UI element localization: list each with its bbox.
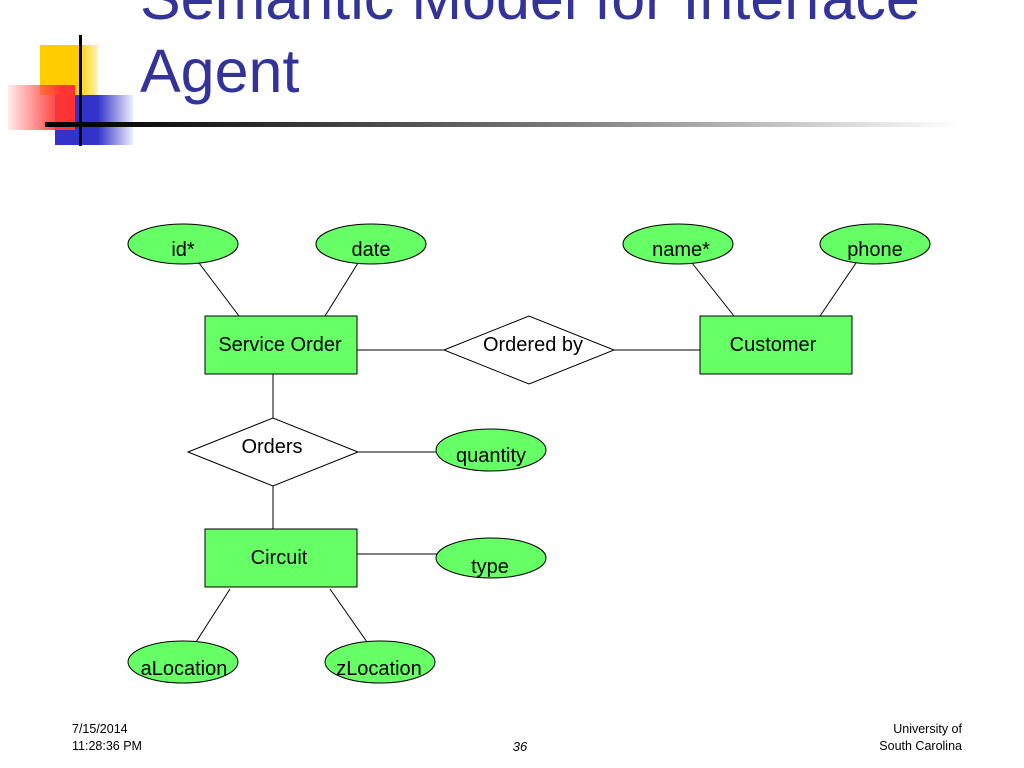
attribute-date-ellipse: [315, 223, 427, 265]
attribute-name-label: name*: [652, 239, 710, 261]
attribute-type-label: type: [471, 556, 509, 578]
connector-date-to-service-order: [324, 262, 359, 317]
attribute-zlocation-ellipse: [324, 640, 436, 684]
relationship-orders-diamond: [186, 417, 360, 487]
entity-service-order-box: [204, 315, 358, 375]
attribute-quantity-label: quantity: [456, 445, 526, 467]
slide-title: Semantic Model for Interface Agent: [140, 0, 920, 108]
slide-title-line-2: Agent: [140, 37, 300, 105]
attribute-id-label: id*: [171, 239, 195, 261]
attribute-zlocation-label: zLocation: [336, 658, 422, 680]
logo-vertical-line: [79, 35, 82, 146]
attribute-type-ellipse: [435, 537, 547, 579]
relationship-orders-label: Orders: [241, 436, 302, 458]
attribute-date-label: date: [352, 239, 391, 261]
attribute-phone-label: phone: [847, 239, 903, 261]
attribute-phone-ellipse: [819, 223, 931, 265]
footer-org-line-2: South Carolina: [879, 739, 962, 753]
footer-org-line-1: University of: [893, 722, 962, 736]
entity-service-order-label: Service Order: [218, 334, 342, 356]
connector-name-to-customer: [691, 262, 735, 317]
footer-page-number: 36: [512, 739, 528, 754]
title-underline-rule: [45, 122, 960, 127]
slide-title-line-1: Semantic Model for Interface: [140, 0, 920, 35]
connector-phone-to-customer: [819, 262, 857, 317]
connector-id-to-service-order: [198, 262, 240, 317]
entity-circuit-label: Circuit: [251, 547, 308, 569]
footer-organization: University of South Carolina: [879, 721, 962, 755]
connector-circuit-to-zlocation: [329, 588, 368, 643]
connector-circuit-to-alocation: [195, 588, 231, 643]
attribute-alocation-ellipse: [127, 640, 239, 684]
entity-customer-box: [699, 315, 853, 375]
attribute-quantity-ellipse: [435, 428, 547, 472]
footer-time: 11:28:36 PM: [72, 739, 142, 753]
attribute-name-ellipse: [622, 223, 734, 265]
attribute-alocation-label: aLocation: [141, 658, 228, 680]
entity-circuit-box: [204, 528, 358, 588]
footer-datetime: 7/15/2014 11:28:36 PM: [72, 721, 142, 755]
entity-customer-label: Customer: [730, 334, 817, 356]
attribute-id-ellipse: [127, 223, 239, 265]
relationship-ordered-by-label: Ordered by: [483, 334, 583, 356]
relationship-ordered-by-diamond: [442, 315, 616, 385]
footer-date: 7/15/2014: [72, 722, 128, 736]
